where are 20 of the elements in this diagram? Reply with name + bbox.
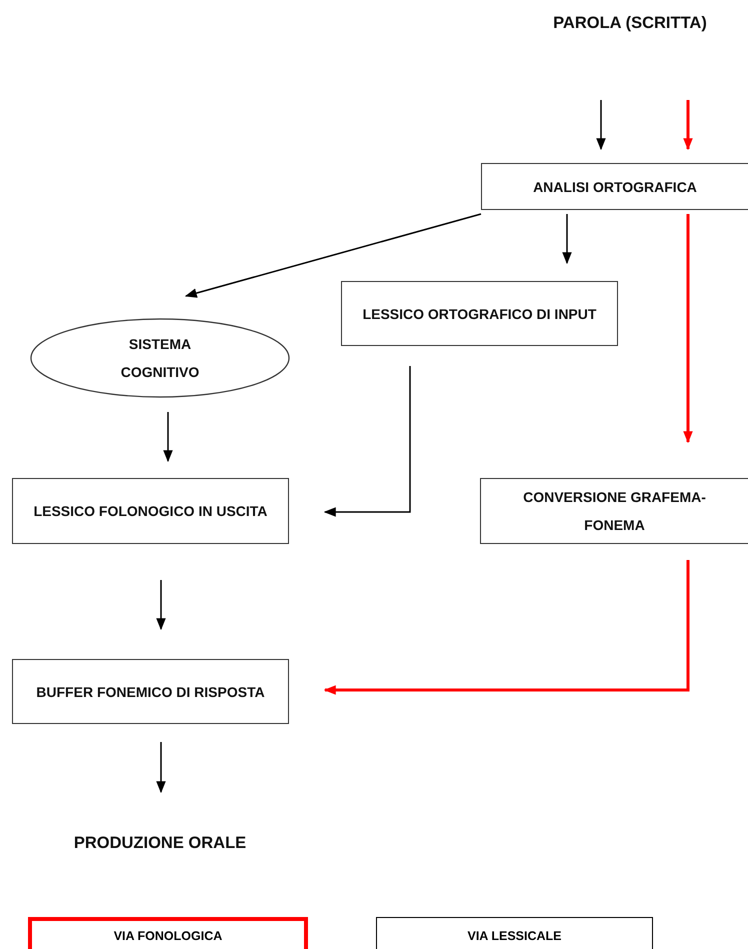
legend-label: VIA LESSICALE [468,929,562,943]
arrow [562,214,572,264]
arrow [184,213,482,298]
arrow [596,100,606,150]
arrow [156,580,166,630]
arrow [683,100,693,150]
arrow [156,742,166,794]
process-box: CONVERSIONE GRAFEMA-FONEMA [480,478,748,544]
arrow [324,366,411,517]
arrow [163,412,173,462]
process-box: ANALISI ORTOGRAFICA [481,163,748,210]
process-box: LESSICO FOLONOGICO IN USCITA [12,478,289,544]
arrow [324,560,690,695]
arrow [683,214,693,444]
terminal-label: PRODUZIONE ORALE [40,828,280,858]
node-label: SISTEMA COGNITIVO [120,335,200,382]
terminal-label: PAROLA (SCRITTA) [530,8,730,38]
process-box: LESSICO ORTOGRAFICO DI INPUT [341,281,618,346]
legend-label: VIA FONOLOGICA [114,929,222,943]
process-box: BUFFER FONEMICO DI RISPOSTA [12,659,289,724]
